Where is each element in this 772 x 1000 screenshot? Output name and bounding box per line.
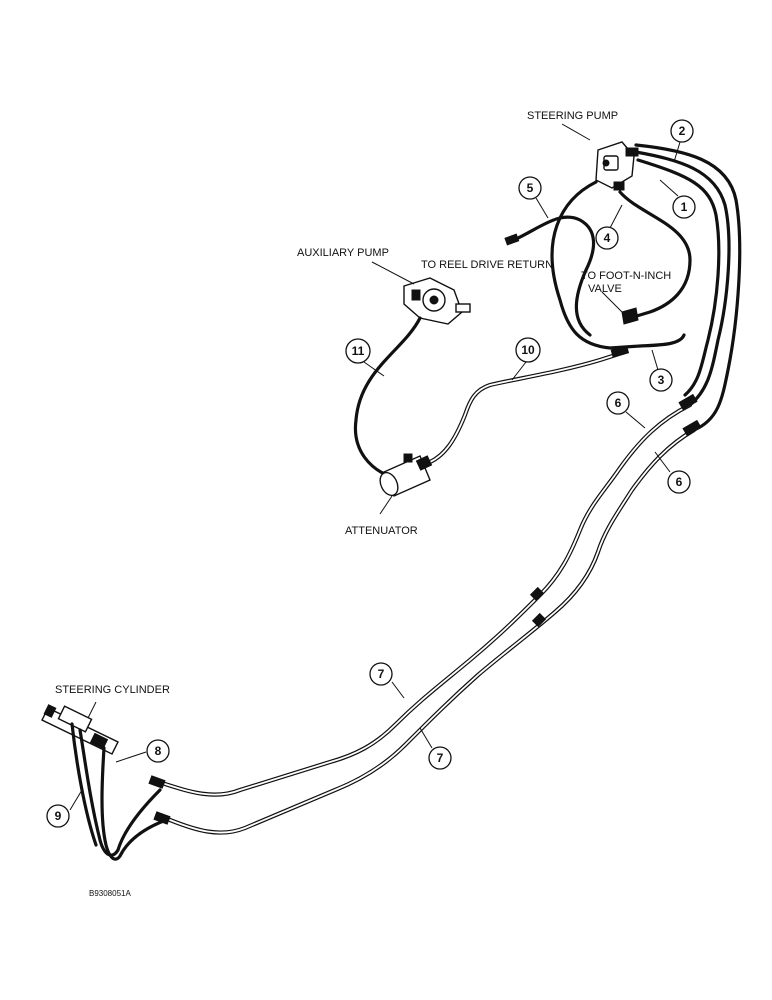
callout-number: 2: [679, 124, 686, 138]
callout-9: 9: [46, 804, 70, 828]
steering-pump: [595, 141, 639, 191]
callout-number: 11: [352, 344, 365, 358]
hose-1-2: [634, 143, 742, 432]
label-to-foot-n-inch-line2: VALVE: [588, 283, 622, 295]
callout-1: 1: [672, 195, 696, 219]
callout-8: 8: [146, 739, 170, 763]
callout-number: 9: [55, 809, 62, 823]
callout-number: 6: [615, 396, 622, 410]
hose-11: [353, 316, 422, 480]
figure-code: B9308051A: [89, 889, 131, 898]
label-auxiliary-pump: AUXILIARY PUMP: [297, 247, 389, 259]
label-to-reel-drive-return: TO REEL DRIVE RETURN: [421, 259, 553, 271]
callout-number: 6: [676, 475, 683, 489]
callout-number: 1: [681, 200, 688, 214]
callout-5: 5: [518, 176, 542, 200]
label-to-foot-n-inch-line1: TO FOOT-N-INCH: [581, 270, 671, 282]
callout-3: 3: [649, 368, 673, 392]
label-attenuator: ATTENUATOR: [345, 525, 418, 537]
callout-4: 4: [595, 226, 619, 250]
callout-11: 11: [345, 338, 371, 364]
label-steering-cylinder: STEERING CYLINDER: [55, 684, 170, 696]
leader-lines: [69, 123, 681, 811]
callout-7-lower: 7: [428, 746, 452, 770]
steel-tubes-6-7: [148, 393, 702, 835]
attenuator: [379, 453, 433, 497]
callout-number: 7: [437, 751, 444, 765]
callout-number: 3: [658, 373, 665, 387]
callout-10: 10: [515, 337, 541, 363]
callout-7-upper: 7: [369, 662, 393, 686]
callout-number: 5: [527, 181, 534, 195]
callout-number: 10: [521, 343, 535, 357]
callout-6-lower: 6: [667, 470, 691, 494]
callout-6-upper: 6: [606, 391, 630, 415]
callout-number: 7: [378, 667, 385, 681]
callout-2: 2: [670, 119, 694, 143]
hose-3-4: [550, 180, 692, 350]
label-steering-pump: STEERING PUMP: [527, 110, 618, 122]
tube-10: [427, 345, 630, 465]
auxiliary-pump: [403, 277, 471, 325]
callout-number: 8: [155, 744, 162, 758]
callout-number: 4: [604, 231, 611, 245]
hose-8-9: [70, 722, 168, 861]
hose-5: [504, 215, 596, 337]
